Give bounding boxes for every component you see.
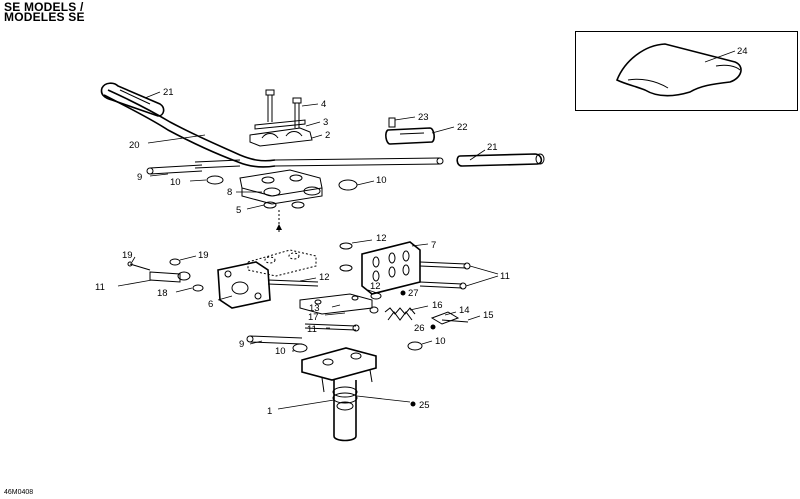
leader-10a (189, 179, 207, 182)
linkage-part (299, 292, 469, 332)
leader-25b (356, 395, 411, 403)
callout-21b: 21 (487, 142, 498, 153)
callout-21a: 21 (163, 87, 174, 98)
leader-9b (249, 340, 263, 345)
leader-1 (277, 399, 335, 410)
callout-18: 11 (95, 282, 105, 293)
callout-2: 2 (325, 130, 330, 141)
callout-25b: 25 (419, 400, 430, 411)
callout-25a: 27 (408, 288, 419, 299)
steering-column-part (246, 335, 423, 442)
leader-12c (175, 287, 193, 293)
left-hardware-part (127, 258, 204, 292)
diagram-title-line-1: SE MODELS / (4, 0, 84, 14)
callout-14: 14 (459, 305, 470, 316)
bracket-left-part (217, 261, 271, 309)
callout-19: 19 (122, 250, 133, 261)
callout-5: 5 (236, 205, 241, 216)
ghost-block-part (247, 249, 317, 277)
grip-left-part (100, 82, 165, 117)
callout-24: 24 (737, 46, 748, 57)
leader-11b (469, 265, 499, 275)
leader-22 (431, 126, 455, 134)
leader-5 (246, 204, 265, 210)
callout-7: 7 (431, 240, 436, 251)
leader-16 (409, 305, 429, 311)
callout-23: 23 (418, 112, 429, 123)
callout-4: 4 (321, 99, 326, 110)
leader-20 (147, 134, 206, 144)
leader-4 (301, 103, 319, 107)
callout-12b: 19 (198, 250, 209, 261)
leader-9a (149, 173, 169, 177)
callout-9a: 9 (137, 172, 142, 183)
leader-6 (217, 295, 233, 301)
leader-18 (117, 279, 153, 287)
leader-11a (299, 277, 317, 282)
callout-8: 8 (227, 187, 232, 198)
leader-12a (351, 239, 373, 244)
leader-10b (356, 180, 375, 186)
callout-11c: 11 (307, 324, 317, 335)
leader-3 (305, 121, 321, 127)
callout-22: 22 (457, 122, 468, 133)
leader-14 (444, 311, 457, 316)
lubricant-icon-3 (410, 401, 416, 407)
inset-detail-box (575, 31, 798, 111)
washer-part-2 (339, 264, 353, 272)
callout-13: 13 (309, 303, 320, 314)
reference-code: 46M0408 (4, 489, 34, 496)
washer-part (339, 242, 353, 250)
leader-7 (411, 243, 429, 247)
callout-12c: 18 (157, 288, 168, 299)
arrow-up-icon (276, 224, 282, 230)
callout-15: 15 (483, 310, 494, 321)
lubricant-icon-2 (430, 324, 436, 330)
callout-3: 3 (323, 117, 328, 128)
leader-21a (144, 91, 161, 99)
upper-bolts-part (265, 89, 302, 128)
leader-10d (421, 340, 433, 345)
leader-2 (311, 134, 323, 139)
grip-right-part (456, 153, 545, 167)
leader-17 (324, 312, 346, 316)
callout-9b: 9 (239, 339, 244, 350)
leader-15 (467, 315, 481, 321)
callout-12a: 12 (376, 233, 387, 244)
callout-11a: 12 (319, 272, 330, 283)
callout-1: 1 (267, 406, 272, 417)
leader-12b (179, 255, 197, 261)
cap-part (385, 117, 435, 145)
diagram-title-line-2: MODELES SE (4, 10, 85, 24)
callout-16: 16 (432, 300, 443, 311)
callout-10c: 10 (275, 346, 286, 357)
callout-26: 26 (414, 323, 425, 334)
callout-10d: 10 (435, 336, 446, 347)
leader-11b-2 (465, 275, 499, 287)
leader-13 (331, 304, 341, 308)
grip-cover-part (615, 43, 742, 97)
long-bolts-part (267, 261, 471, 290)
handlebar-part (103, 89, 444, 168)
callout-27: 12 (370, 281, 381, 292)
leader-19 (131, 256, 136, 263)
lubricant-icon (400, 290, 406, 296)
callout-10b: 10 (376, 175, 387, 186)
callout-20: 20 (129, 140, 140, 151)
leader-24 (704, 50, 736, 63)
callout-11b: 11 (500, 271, 510, 282)
leader-27 (367, 289, 381, 295)
upper-clamp-part (249, 119, 313, 147)
callout-10a: 10 (170, 177, 181, 188)
callout-6: 6 (208, 299, 213, 310)
leader-21b (469, 149, 486, 161)
callout-17: 17 (308, 312, 319, 323)
leader-23 (394, 116, 416, 121)
